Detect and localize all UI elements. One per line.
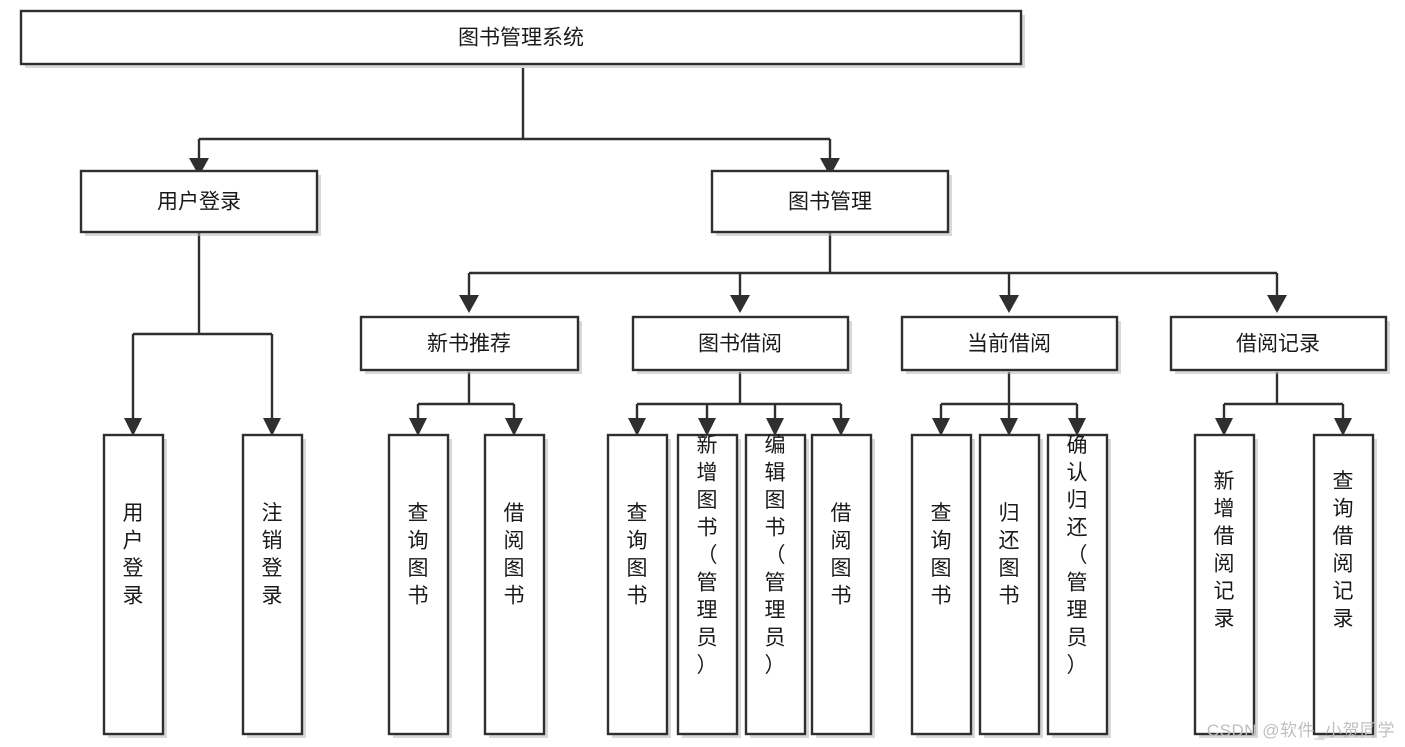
leaf-node-logout[interactable]: 注销登录 xyxy=(241,433,306,738)
leaf-borrow-query-box xyxy=(606,433,669,736)
user-login-label: 用户登录 xyxy=(157,191,241,214)
leaf-user-login-label: 用户登录 xyxy=(123,502,144,608)
arrow-to-borrow-record xyxy=(1267,295,1287,313)
arrow-to-current-borrow xyxy=(999,295,1019,313)
new-book-box xyxy=(359,315,580,372)
current-borrow-label: 当前借阅 xyxy=(967,333,1051,356)
leaf-record-add-box xyxy=(1193,433,1256,736)
new-book-label: 新书推荐 xyxy=(427,333,511,356)
leaf-current-confirm-label: 确认归还（管理员） xyxy=(1067,434,1088,677)
leaf-node-current-return[interactable]: 归还图书 xyxy=(978,433,1043,738)
leaf-node-newbook-borrow[interactable]: 借阅图书 xyxy=(483,433,548,738)
current-borrow-box xyxy=(900,315,1119,372)
borrow-record-label: 借阅记录 xyxy=(1236,333,1320,356)
arrow-to-borrow-leaf-4 xyxy=(832,418,850,436)
root-box xyxy=(19,9,1023,66)
leaf-node-borrow-book[interactable]: 借阅图书 xyxy=(810,433,875,738)
csdn-watermark: CSDN @软件_小贺同学 xyxy=(1206,721,1395,740)
leaf-borrow-book-box xyxy=(810,433,873,736)
leaf-node-current-confirm[interactable]: 确认归还（管理员） xyxy=(1046,433,1111,738)
arrow-to-leaf-logout xyxy=(263,418,281,436)
leaf-node-newbook-query[interactable]: 查询图书 xyxy=(387,433,452,738)
leaf-newbook-borrow-label: 借阅图书 xyxy=(504,502,525,608)
node-borrow-record[interactable]: 借阅记录 xyxy=(1169,315,1390,374)
leaf-borrow-add-box xyxy=(676,433,739,736)
leaf-current-query-box xyxy=(910,433,973,736)
book-borrow-box xyxy=(631,315,850,372)
leaf-record-query-box xyxy=(1312,433,1375,736)
leaf-current-query-label: 查询图书 xyxy=(931,502,952,608)
leaf-newbook-query-box xyxy=(387,433,450,736)
arrow-to-newbook-leaf-2 xyxy=(505,418,523,436)
leaf-current-return-label: 归还图书 xyxy=(999,502,1020,608)
leaf-newbook-borrow-box xyxy=(483,433,546,736)
leaf-node-record-query[interactable]: 查询借阅记录 xyxy=(1312,433,1377,738)
leaf-node-borrow-edit[interactable]: 编辑图书（管理员） xyxy=(744,433,809,738)
arrow-to-leaf-user-login xyxy=(124,418,142,436)
leaf-borrow-query-label: 查询图书 xyxy=(627,502,648,608)
node-book-management[interactable]: 图书管理 xyxy=(710,169,952,236)
book-management-label: 图书管理 xyxy=(788,191,872,214)
arrow-to-user-login xyxy=(189,158,209,176)
leaf-current-confirm-box xyxy=(1046,433,1109,736)
leaf-logout-label: 注销登录 xyxy=(262,502,283,608)
leaf-node-borrow-add[interactable]: 新增图书（管理员） xyxy=(676,433,741,738)
arrow-to-new-book xyxy=(459,295,479,313)
arrow-to-book-mgmt xyxy=(820,158,840,176)
arrow-to-borrow-leaf-3 xyxy=(766,418,784,436)
leaf-logout-box xyxy=(241,433,304,736)
leaf-node-user-login[interactable]: 用户登录 xyxy=(102,433,167,738)
node-user-login[interactable]: 用户登录 xyxy=(79,169,321,236)
leaf-borrow-edit-label: 编辑图书（管理员） xyxy=(765,434,786,677)
node-new-book-recommend[interactable]: 新书推荐 xyxy=(359,315,582,374)
leaf-node-record-add[interactable]: 新增借阅记录 xyxy=(1193,433,1258,738)
leaf-borrow-book-label: 借阅图书 xyxy=(831,502,852,608)
arrow-to-newbook-leaf-1 xyxy=(409,418,427,436)
arrow-to-borrow-leaf-1 xyxy=(628,418,646,436)
leaf-node-current-query[interactable]: 查询图书 xyxy=(910,433,975,738)
leaf-borrow-add-label: 新增图书（管理员） xyxy=(697,434,718,677)
arrow-to-book-borrow xyxy=(730,295,750,313)
arrow-to-current-leaf-3 xyxy=(1068,418,1086,436)
leaf-node-borrow-query[interactable]: 查询图书 xyxy=(606,433,671,738)
arrowhead-layer xyxy=(124,158,1352,436)
root-label: 图书管理系统 xyxy=(458,27,584,50)
user-login-box xyxy=(79,169,319,234)
arrow-to-borrow-leaf-2 xyxy=(698,418,716,436)
arrow-to-record-leaf-2 xyxy=(1334,418,1352,436)
leaf-borrow-edit-box xyxy=(744,433,807,736)
node-book-borrow[interactable]: 图书借阅 xyxy=(631,315,852,374)
leaf-user-login-box xyxy=(102,433,165,736)
borrow-record-box xyxy=(1169,315,1388,372)
leaf-current-return-box xyxy=(978,433,1041,736)
arrow-to-current-leaf-1 xyxy=(932,418,950,436)
arrow-to-record-leaf-1 xyxy=(1215,418,1233,436)
leaf-record-query-label: 查询借阅记录 xyxy=(1333,470,1354,631)
book-borrow-label: 图书借阅 xyxy=(698,333,782,356)
leaf-newbook-query-label: 查询图书 xyxy=(408,502,429,608)
node-current-borrow[interactable]: 当前借阅 xyxy=(900,315,1121,374)
leaf-record-add-label: 新增借阅记录 xyxy=(1214,470,1235,631)
arrow-to-current-leaf-2 xyxy=(1000,418,1018,436)
node-root[interactable]: 图书管理系统 xyxy=(19,9,1025,68)
book-management-box xyxy=(710,169,950,234)
